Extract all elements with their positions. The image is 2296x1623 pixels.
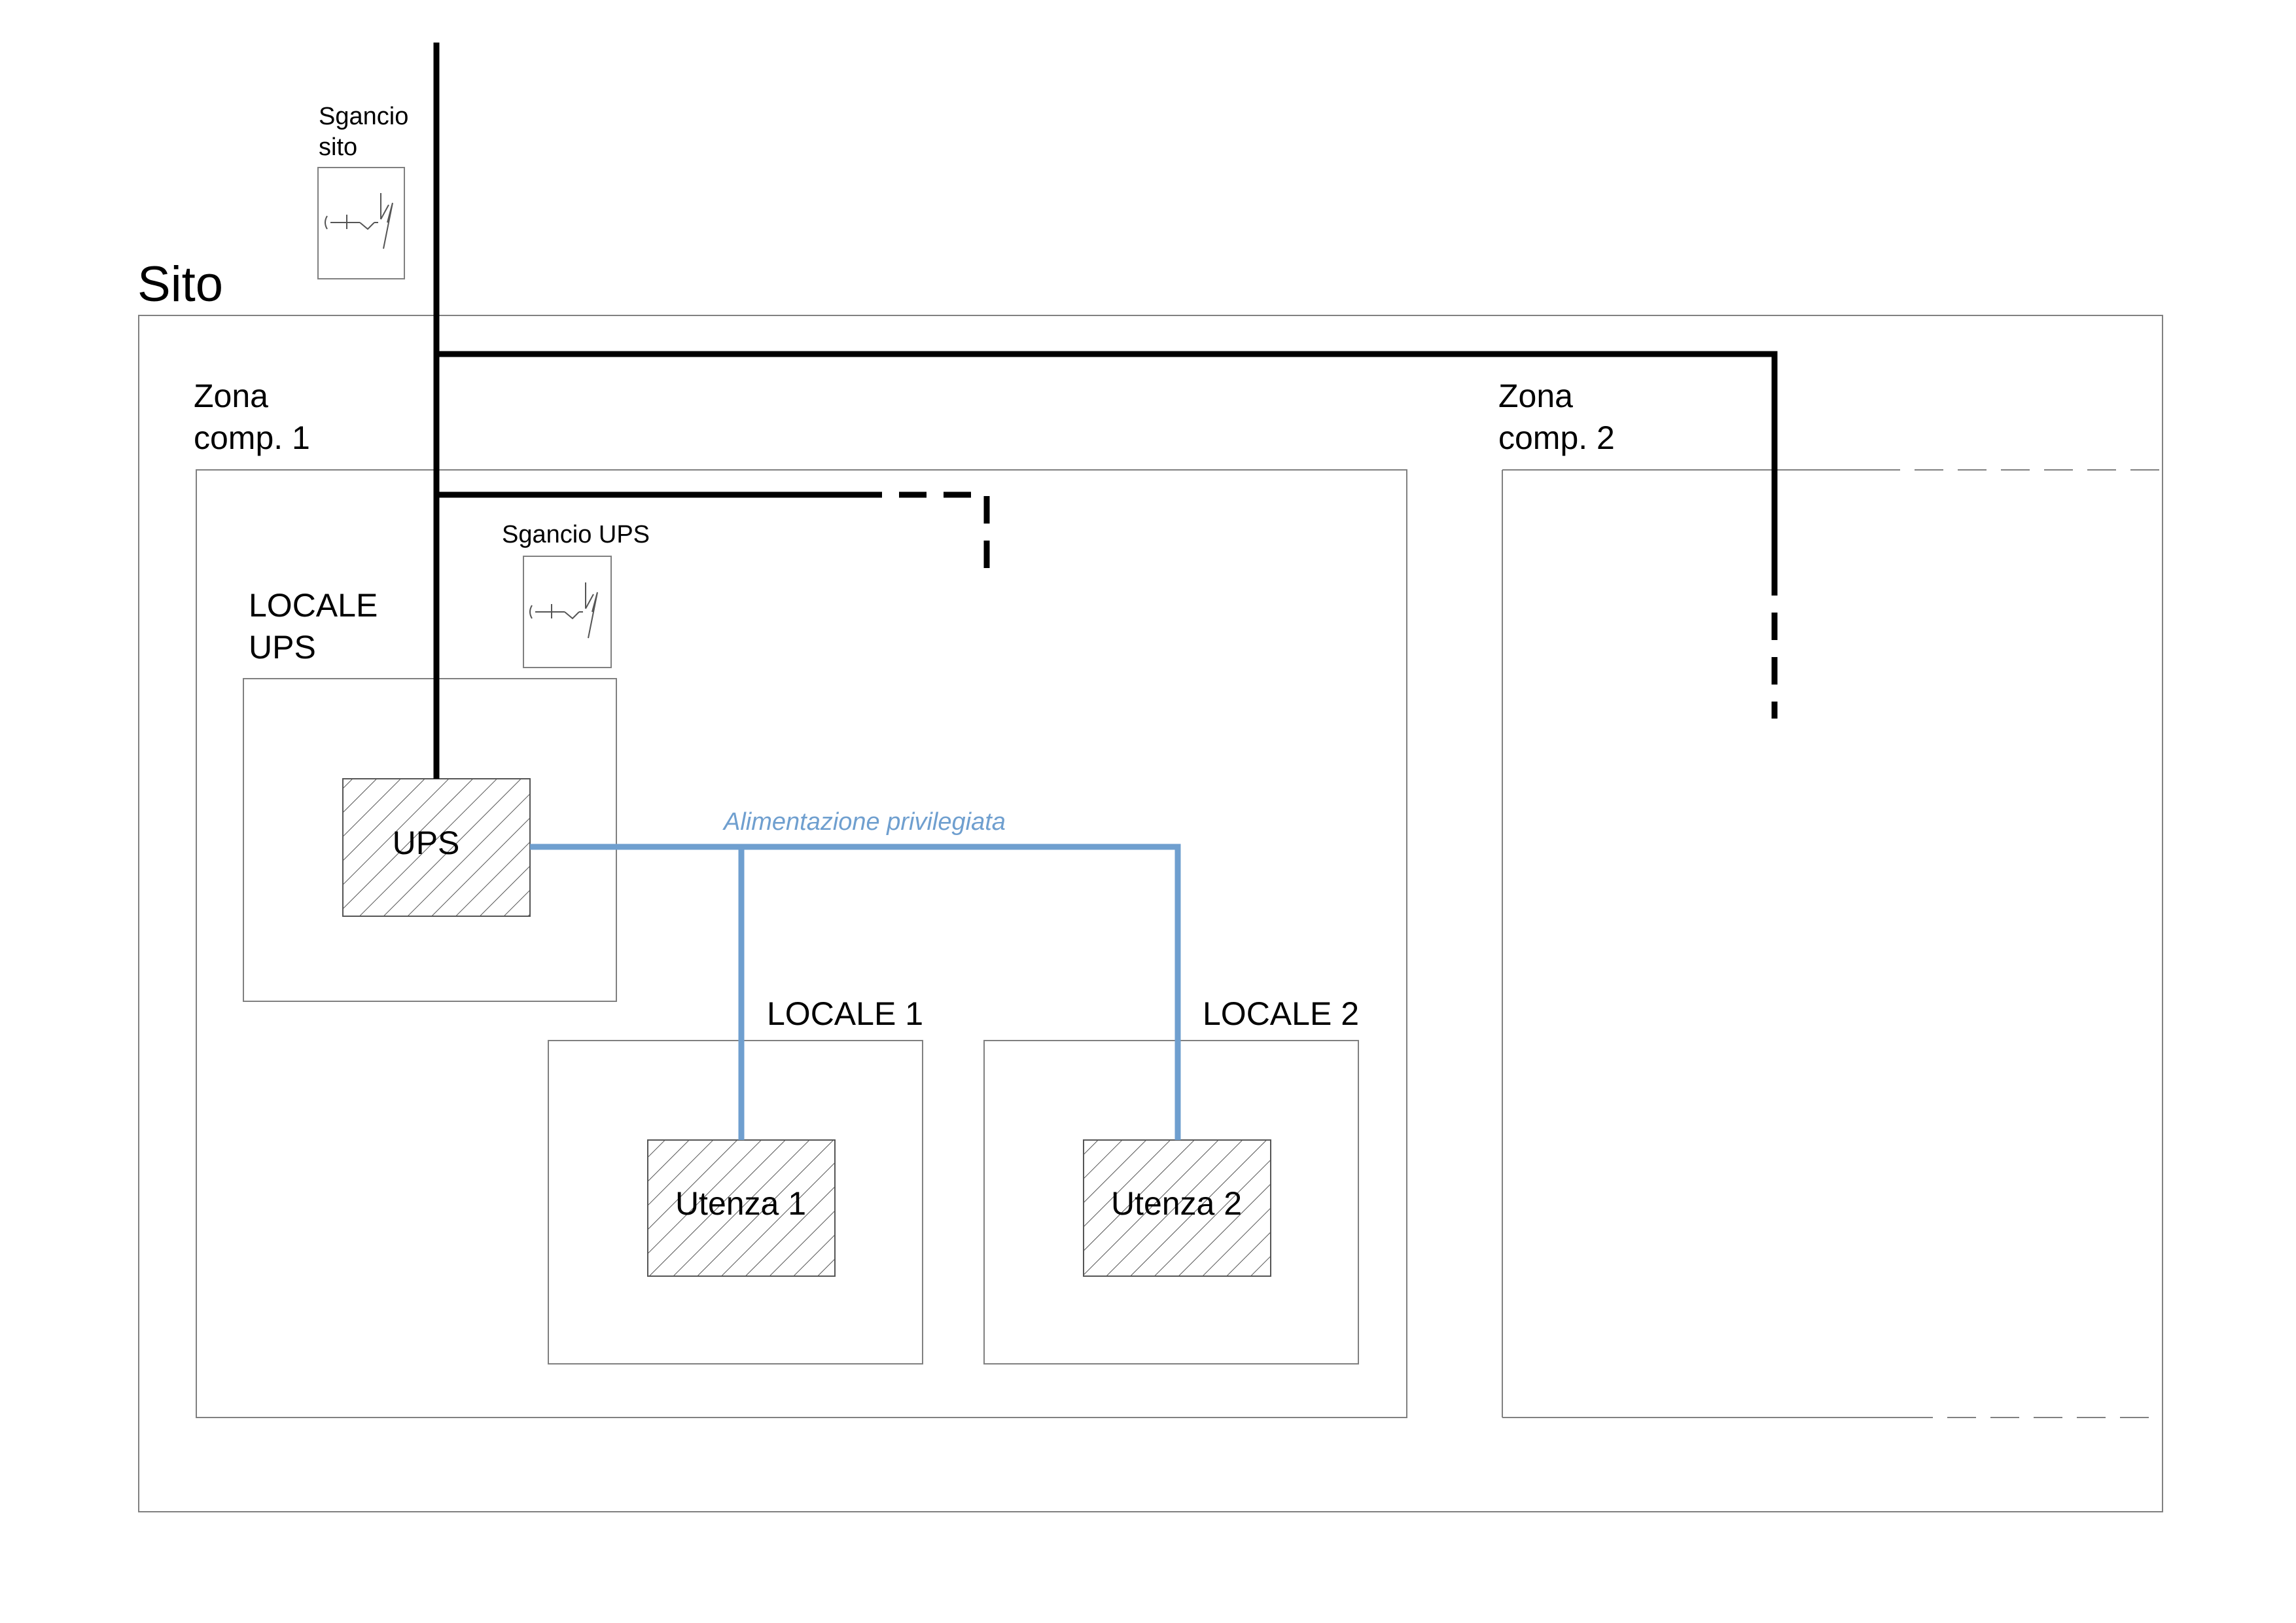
room2-label: LOCALE 2 — [1203, 995, 1359, 1032]
zone2-label-line2: comp. 2 — [1498, 419, 1615, 456]
privileged-supply-line — [530, 844, 1181, 1140]
ups-room-boundary — [243, 678, 617, 1002]
ups-room-label-line2: UPS — [249, 629, 316, 666]
zone1-boundary — [196, 469, 1407, 1418]
privileged-supply-label: Alimentazione privilegiata — [722, 808, 1006, 836]
zone1-label-line2: comp. 1 — [194, 419, 310, 456]
ups-label: UPS — [393, 825, 460, 861]
ups-disconnect-switch-icon — [523, 556, 612, 668]
ups-unit — [342, 778, 531, 917]
site-disconnect-switch-icon — [317, 167, 405, 279]
site-disconnect-label-line2: sito — [319, 134, 357, 161]
ups-room-label-line1: LOCALE — [249, 587, 378, 624]
room1-label: LOCALE 1 — [767, 995, 923, 1032]
load2-unit — [1083, 1139, 1271, 1277]
load2-label: Utenza 2 — [1111, 1185, 1242, 1222]
room2-boundary — [983, 1040, 1359, 1364]
zone2-label-line1: Zona — [1498, 378, 1573, 414]
main-feed-line — [433, 43, 1778, 779]
ups-disconnect-label: Sgancio UPS — [502, 521, 650, 548]
site-boundary — [138, 315, 2163, 1512]
site-title: Sito — [137, 257, 223, 312]
load1-label: Utenza 1 — [675, 1185, 806, 1222]
site-disconnect-label-line1: Sgancio — [319, 103, 408, 130]
zone1-label-line1: Zona — [194, 378, 268, 414]
room1-boundary — [548, 1040, 923, 1364]
zone2-boundary — [1502, 469, 2163, 1418]
load1-unit — [647, 1139, 836, 1277]
